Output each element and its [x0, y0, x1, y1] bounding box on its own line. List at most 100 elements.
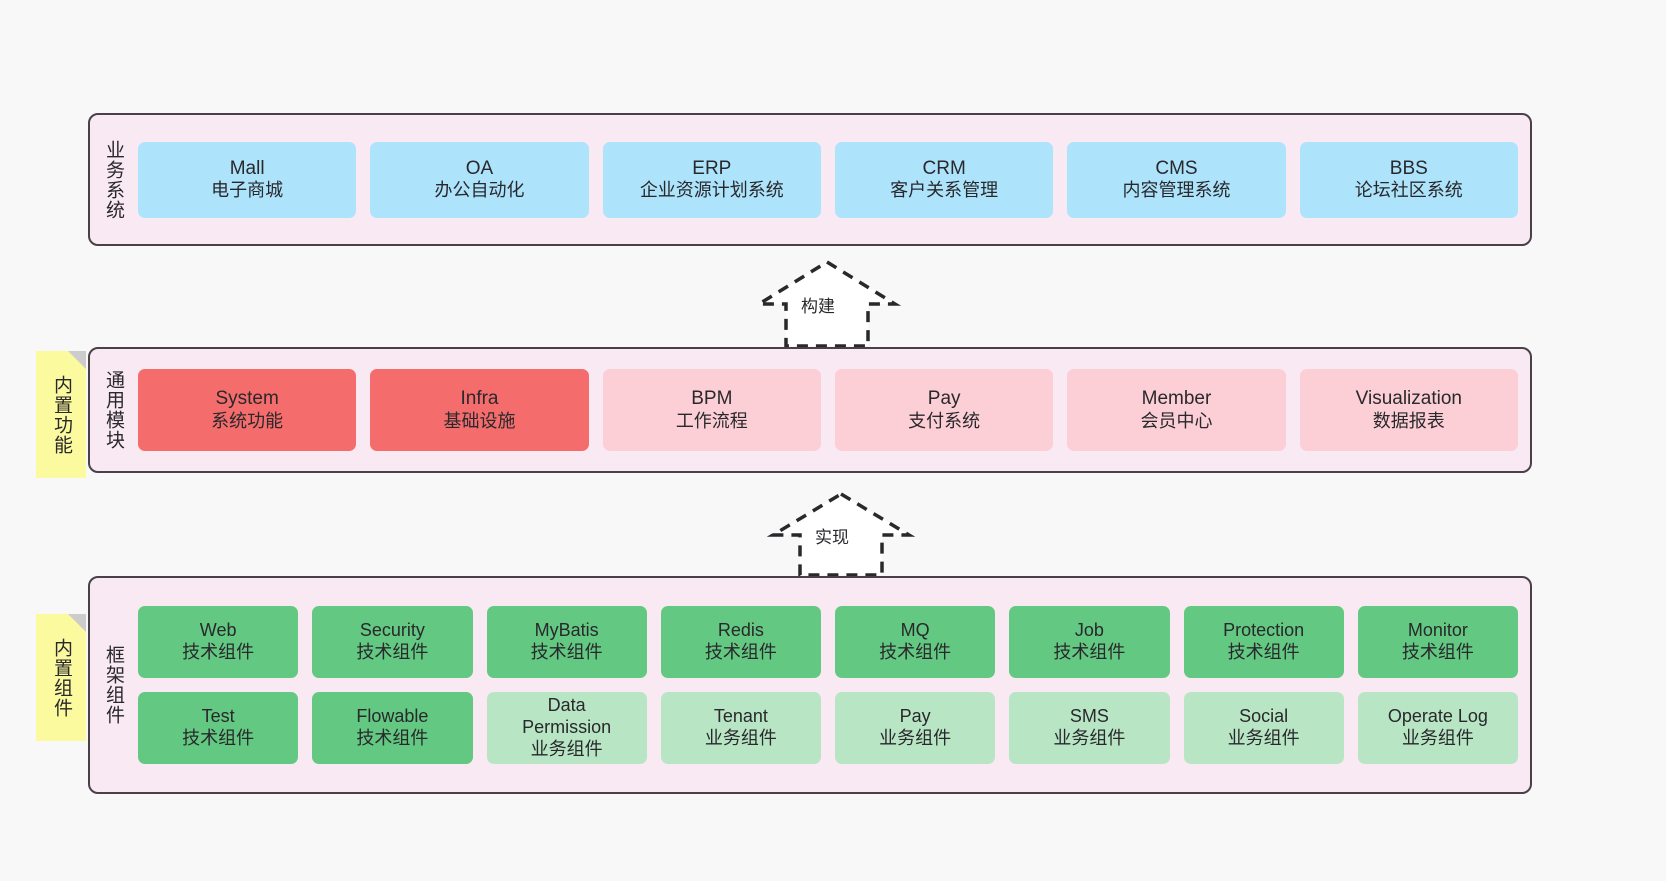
- node-redis-en: Redis: [717, 620, 764, 641]
- node-protection-cn: 技术组件: [1227, 642, 1300, 662]
- node-data-permission[interactable]: Data Permission 业务组件: [486, 692, 647, 764]
- node-mybatis[interactable]: MyBatis 技术组件: [486, 606, 647, 678]
- node-mq[interactable]: MQ 技术组件: [835, 606, 996, 678]
- node-social[interactable]: Social 业务组件: [1183, 692, 1344, 764]
- connector-implement-label: 实现: [815, 528, 849, 547]
- node-infra[interactable]: Infra 基础设施: [370, 369, 589, 451]
- connector-build: 构建: [752, 258, 902, 350]
- node-visualization-cn: 数据报表: [1372, 410, 1445, 431]
- build-arrow-icon: [752, 259, 902, 348]
- node-operate-log-en: Operate Log: [1387, 706, 1488, 727]
- node-system[interactable]: System 系统功能: [138, 369, 357, 451]
- connector-implement: 实现: [766, 490, 916, 578]
- node-monitor-en: Monitor: [1407, 620, 1468, 641]
- node-pay-component-cn: 业务组件: [879, 728, 952, 748]
- node-oa-cn: 办公自动化: [434, 180, 525, 201]
- node-pay-module-en: Pay: [927, 388, 961, 410]
- layer-title-framework-components: 框架组件: [103, 645, 125, 725]
- node-member-en: Member: [1141, 388, 1212, 410]
- node-tenant[interactable]: Tenant 业务组件: [660, 692, 821, 764]
- node-cms-en: CMS: [1155, 157, 1198, 179]
- node-data-permission-en: Data Permission: [522, 695, 612, 738]
- node-web-cn: 技术组件: [182, 642, 255, 662]
- node-mall[interactable]: Mall 电子商城: [138, 141, 357, 218]
- node-test-en: Test: [201, 706, 235, 727]
- layer-common-modules: 通用模块 System 系统功能 Infra 基础设施 BPM 工作流程 Pay…: [88, 347, 1532, 473]
- framework-row-business: Test 技术组件 Flowable 技术组件 Data Permission …: [138, 692, 1518, 764]
- node-security[interactable]: Security 技术组件: [312, 606, 473, 678]
- node-sms[interactable]: SMS 业务组件: [1009, 692, 1170, 764]
- node-mq-en: MQ: [900, 620, 930, 641]
- node-bbs-en: BBS: [1389, 157, 1428, 179]
- implement-arrow-icon: [766, 491, 916, 577]
- node-oa-en: OA: [465, 157, 494, 179]
- note-fold-corner: [68, 614, 86, 632]
- node-data-permission-cn: 业务组件: [530, 738, 603, 759]
- node-security-cn: 技术组件: [356, 642, 429, 662]
- node-monitor-cn: 技术组件: [1401, 642, 1474, 662]
- node-flowable[interactable]: Flowable 技术组件: [312, 692, 473, 764]
- node-flowable-cn: 技术组件: [356, 728, 429, 748]
- layer-title-business-systems: 业务系统: [103, 139, 125, 220]
- node-crm-en: CRM: [922, 157, 966, 179]
- node-pay-component[interactable]: Pay 业务组件: [835, 692, 996, 764]
- node-tenant-en: Tenant: [713, 706, 768, 727]
- node-pay-component-en: Pay: [899, 706, 931, 727]
- node-operate-log[interactable]: Operate Log 业务组件: [1357, 692, 1518, 764]
- node-bpm-cn: 工作流程: [675, 410, 748, 431]
- node-job-cn: 技术组件: [1053, 642, 1126, 662]
- node-crm-cn: 客户关系管理: [890, 180, 999, 201]
- node-mq-cn: 技术组件: [879, 642, 952, 662]
- node-system-en: System: [215, 388, 279, 410]
- node-erp-cn: 企业资源计划系统: [639, 180, 784, 201]
- node-social-en: Social: [1239, 706, 1289, 727]
- node-mybatis-cn: 技术组件: [530, 642, 603, 662]
- note-builtin-components-label: 内置组件: [51, 637, 73, 718]
- node-test[interactable]: Test 技术组件: [138, 692, 299, 764]
- node-member-cn: 会员中心: [1140, 410, 1213, 431]
- node-visualization[interactable]: Visualization 数据报表: [1299, 369, 1518, 451]
- node-member[interactable]: Member 会员中心: [1067, 369, 1286, 451]
- node-operate-log-cn: 业务组件: [1401, 728, 1474, 748]
- node-mybatis-en: MyBatis: [534, 620, 599, 641]
- note-builtin-features: 内置功能: [36, 351, 86, 478]
- node-bpm-en: BPM: [691, 388, 733, 410]
- node-erp-en: ERP: [692, 157, 732, 179]
- node-job[interactable]: Job 技术组件: [1009, 606, 1170, 678]
- node-monitor[interactable]: Monitor 技术组件: [1357, 606, 1518, 678]
- node-cms[interactable]: CMS 内容管理系统: [1067, 141, 1286, 218]
- node-infra-cn: 基础设施: [443, 410, 516, 431]
- note-fold-corner: [68, 351, 86, 369]
- node-crm[interactable]: CRM 客户关系管理: [834, 141, 1054, 218]
- node-erp[interactable]: ERP 企业资源计划系统: [602, 141, 821, 218]
- layer-business-systems: 业务系统 Mall 电子商城 OA 办公自动化 ERP 企业资源计划系统 CRM…: [88, 113, 1532, 246]
- framework-row-technical: Web 技术组件 Security 技术组件 MyBatis 技术组件 Redi…: [138, 606, 1518, 678]
- node-bbs-cn: 论坛社区系统: [1354, 180, 1463, 201]
- connector-build-label: 构建: [801, 297, 835, 316]
- node-redis-cn: 技术组件: [704, 642, 777, 662]
- node-security-en: Security: [359, 620, 425, 641]
- node-mall-en: Mall: [229, 157, 265, 179]
- node-pay-module-cn: 支付系统: [908, 410, 981, 431]
- layer-body-framework-components: Web 技术组件 Security 技术组件 MyBatis 技术组件 Redi…: [136, 578, 1530, 792]
- node-tenant-cn: 业务组件: [704, 728, 777, 748]
- node-test-cn: 技术组件: [182, 728, 255, 748]
- note-builtin-components: 内置组件: [36, 614, 86, 741]
- layer-body-common-modules: System 系统功能 Infra 基础设施 BPM 工作流程 Pay 支付系统…: [136, 349, 1530, 471]
- node-flowable-en: Flowable: [356, 706, 429, 727]
- node-cms-cn: 内容管理系统: [1122, 180, 1231, 201]
- node-web-en: Web: [199, 620, 237, 641]
- node-bpm[interactable]: BPM 工作流程: [602, 369, 821, 451]
- node-protection[interactable]: Protection 技术组件: [1183, 606, 1344, 678]
- layer-title-common-modules: 通用模块: [103, 370, 125, 450]
- node-redis[interactable]: Redis 技术组件: [660, 606, 821, 678]
- layer-framework-components: 框架组件 Web 技术组件 Security 技术组件 MyBatis 技术组件…: [88, 576, 1532, 794]
- node-sms-cn: 业务组件: [1053, 728, 1126, 748]
- node-job-en: Job: [1074, 620, 1104, 641]
- note-builtin-features-label: 内置功能: [51, 374, 73, 455]
- node-pay-module[interactable]: Pay 支付系统: [834, 369, 1054, 451]
- node-web[interactable]: Web 技术组件: [138, 606, 299, 678]
- node-oa[interactable]: OA 办公自动化: [370, 141, 589, 218]
- node-bbs[interactable]: BBS 论坛社区系统: [1299, 141, 1518, 218]
